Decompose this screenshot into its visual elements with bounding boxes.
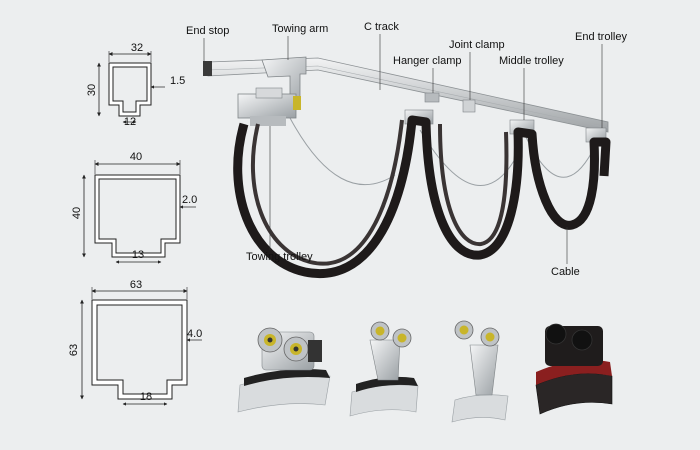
profile-width-label: 32 [131,42,143,54]
profile-outline [91,299,188,400]
profile-height-label: 63 [68,344,80,356]
profile-outline [94,174,181,258]
end-trolley-photo [451,320,509,423]
profile-slot-label: 18 [140,391,152,403]
label-c-track: C track [364,21,399,33]
label-end-trolley: End trolley [575,31,627,43]
label-hanger-clamp: Hanger clamp [393,55,461,67]
label-end-stop: End stop [186,25,229,37]
label-joint-clamp: Joint clamp [449,39,505,51]
profile-slot-label: 12 [124,116,136,128]
cable-trolley-photo [535,323,613,415]
hanger-clamp [424,92,440,103]
profile-outline [108,62,152,117]
middle-trolley-photo [349,321,419,417]
towing-trolley [237,87,301,126]
joint-clamp [462,99,476,113]
cable [233,115,611,278]
end-stop [203,61,212,76]
label-middle-trolley: Middle trolley [499,55,564,67]
label-towing-trolley: Towing trolley [246,251,313,263]
profile-height-label: 30 [86,84,98,96]
profile-wall-label: 2.0 [182,194,197,206]
profile-wall-label: 4.0 [187,328,202,340]
profile-slot-label: 13 [132,249,144,261]
profile-40x40: 40 40 2.0 13 [71,151,197,264]
towing-trolley-photo [237,327,331,413]
profile-wall-label: 1.5 [170,75,185,87]
label-towing-arm: Towing arm [272,23,328,35]
profile-width-label: 40 [130,151,142,163]
profile-width-label: 63 [130,279,142,291]
festoon-assembly [203,56,611,278]
profile-height-label: 40 [71,207,83,219]
profile-32x30: 32 30 1.5 12 [86,42,185,128]
label-cable: Cable [551,266,580,278]
callout-labels: End stop Towing arm C track Joint clamp … [186,21,627,278]
profile-63x63: 63 63 4.0 18 [68,279,202,406]
